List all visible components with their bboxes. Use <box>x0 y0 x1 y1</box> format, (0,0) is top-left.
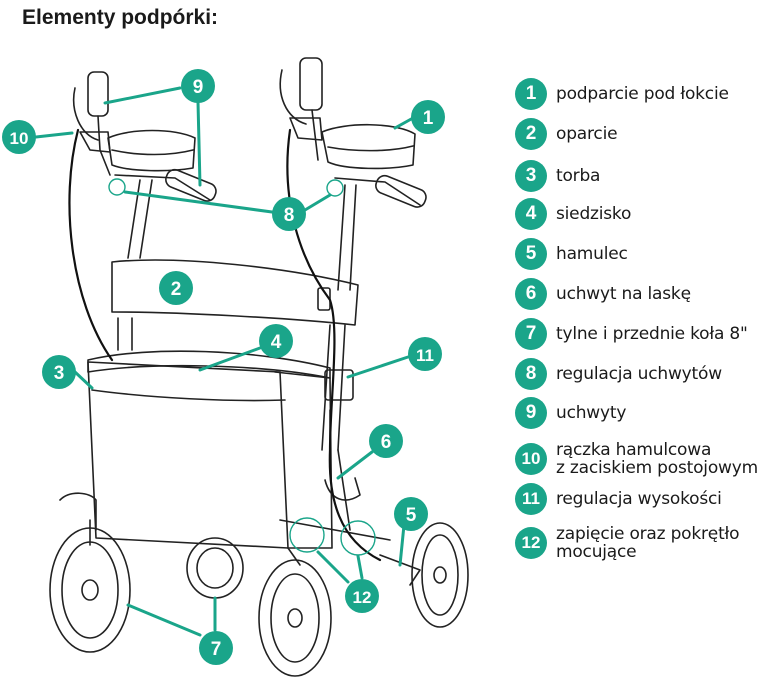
right-handle-drawing <box>279 57 323 161</box>
legend-badge: 9 <box>515 397 547 429</box>
legend-label: regulacja uchwytów <box>556 364 722 384</box>
rear-left-wheel-drawing <box>49 519 131 653</box>
legend-label: hamulec <box>556 244 628 264</box>
legend-item: 6 uchwyt na laskę <box>515 278 691 310</box>
callout-8: 8 <box>272 197 306 231</box>
legend-item: 3 torba <box>515 160 600 192</box>
callout-12: 12 <box>345 579 379 613</box>
callout-8-num: 8 <box>284 205 295 226</box>
legend-item: 12 zapięcie oraz pokrętło mocujące <box>515 524 740 562</box>
callout-11-num: 11 <box>416 346 434 365</box>
leader-9a <box>103 86 182 105</box>
legend-badge: 6 <box>515 278 547 310</box>
legend-badge: 7 <box>515 318 547 350</box>
callout-7-num: 7 <box>211 639 222 660</box>
legend-badge: 2 <box>515 118 547 150</box>
callout-7: 7 <box>199 631 233 665</box>
callout-1-num: 1 <box>423 108 434 129</box>
legend-label: oparcie <box>556 124 618 144</box>
callout-5-num: 5 <box>406 505 417 526</box>
callout-6: 6 <box>369 424 403 458</box>
legend-item: 11 regulacja wysokości <box>515 483 722 515</box>
legend-label: podparcie pod łokcie <box>556 84 729 104</box>
leader-6 <box>336 450 374 480</box>
legend-label: siedzisko <box>556 204 632 224</box>
callout-6-num: 6 <box>381 432 392 453</box>
callout-11: 11 <box>408 337 442 371</box>
legend-label: rączka hamulcowa z zaciskiem postojowym <box>556 440 758 478</box>
legend-item: 1 podparcie pod łokcie <box>515 78 729 110</box>
left-handle-drawing <box>73 71 111 176</box>
callout-4: 4 <box>259 324 293 358</box>
legend-item: 2 oparcie <box>515 118 618 150</box>
leader-8a <box>123 190 274 214</box>
callout-2: 2 <box>159 271 193 305</box>
legend-badge: 11 <box>515 483 547 515</box>
rear-right-wheel-drawing <box>186 537 244 599</box>
legend-label: torba <box>556 166 601 186</box>
legend-badge: 12 <box>515 527 547 559</box>
leader-12a <box>316 550 350 584</box>
legend-label: uchwyt na laskę <box>556 284 691 304</box>
leader-1 <box>393 116 415 130</box>
callout-2-num: 2 <box>171 279 182 300</box>
legend-item: 5 hamulec <box>515 238 628 270</box>
callout-10: 10 <box>2 120 36 154</box>
front-right-wheel-drawing <box>411 522 469 628</box>
page-title: Elementy podpórki: <box>22 6 219 29</box>
callout-3-num: 3 <box>54 363 65 384</box>
callout-5: 5 <box>394 497 428 531</box>
legend-badge: 4 <box>515 198 547 230</box>
callout-9-num: 9 <box>193 77 204 98</box>
legend-item: 4 siedzisko <box>515 198 631 230</box>
leader-12b <box>356 554 364 580</box>
leader-11 <box>346 355 410 379</box>
legend-badge: 3 <box>515 160 547 192</box>
callout-4-num: 4 <box>271 332 282 353</box>
leader-5 <box>398 523 406 567</box>
leader-8b <box>303 193 332 212</box>
legend-item: 8 regulacja uchwytów <box>515 358 722 390</box>
legend-badge: 10 <box>515 443 547 475</box>
legend-label: zapięcie oraz pokrętło mocujące <box>556 524 740 562</box>
leader-9b <box>196 100 202 187</box>
leader-7a <box>126 603 202 637</box>
legend-badge: 8 <box>515 358 547 390</box>
leader-3 <box>73 370 94 390</box>
legend-label: regulacja wysokości <box>556 489 722 509</box>
callout-3: 3 <box>42 355 76 389</box>
right-armrest-drawing <box>321 123 416 170</box>
front-left-wheel-drawing <box>258 559 332 677</box>
legend-item: 9 uchwyty <box>515 397 626 429</box>
legend-label: uchwyty <box>556 403 627 423</box>
leader-10 <box>34 131 74 139</box>
legend-item: 10 rączka hamulcowa z zaciskiem postojow… <box>515 441 758 477</box>
legend-item: 7 tylne i przednie koła 8" <box>515 318 748 350</box>
left-armrest-drawing <box>107 129 196 172</box>
backrest-drawing <box>111 259 359 326</box>
callout-12-num: 12 <box>353 588 372 607</box>
callout-1: 1 <box>411 100 445 134</box>
legend-badge: 5 <box>515 238 547 270</box>
callout-9: 9 <box>181 69 215 103</box>
legend-badge: 1 <box>515 78 547 110</box>
leader-4 <box>198 346 262 372</box>
bag-drawing <box>87 361 333 549</box>
callout-10-num: 10 <box>10 129 29 148</box>
legend-label: tylne i przednie koła 8" <box>556 324 748 344</box>
